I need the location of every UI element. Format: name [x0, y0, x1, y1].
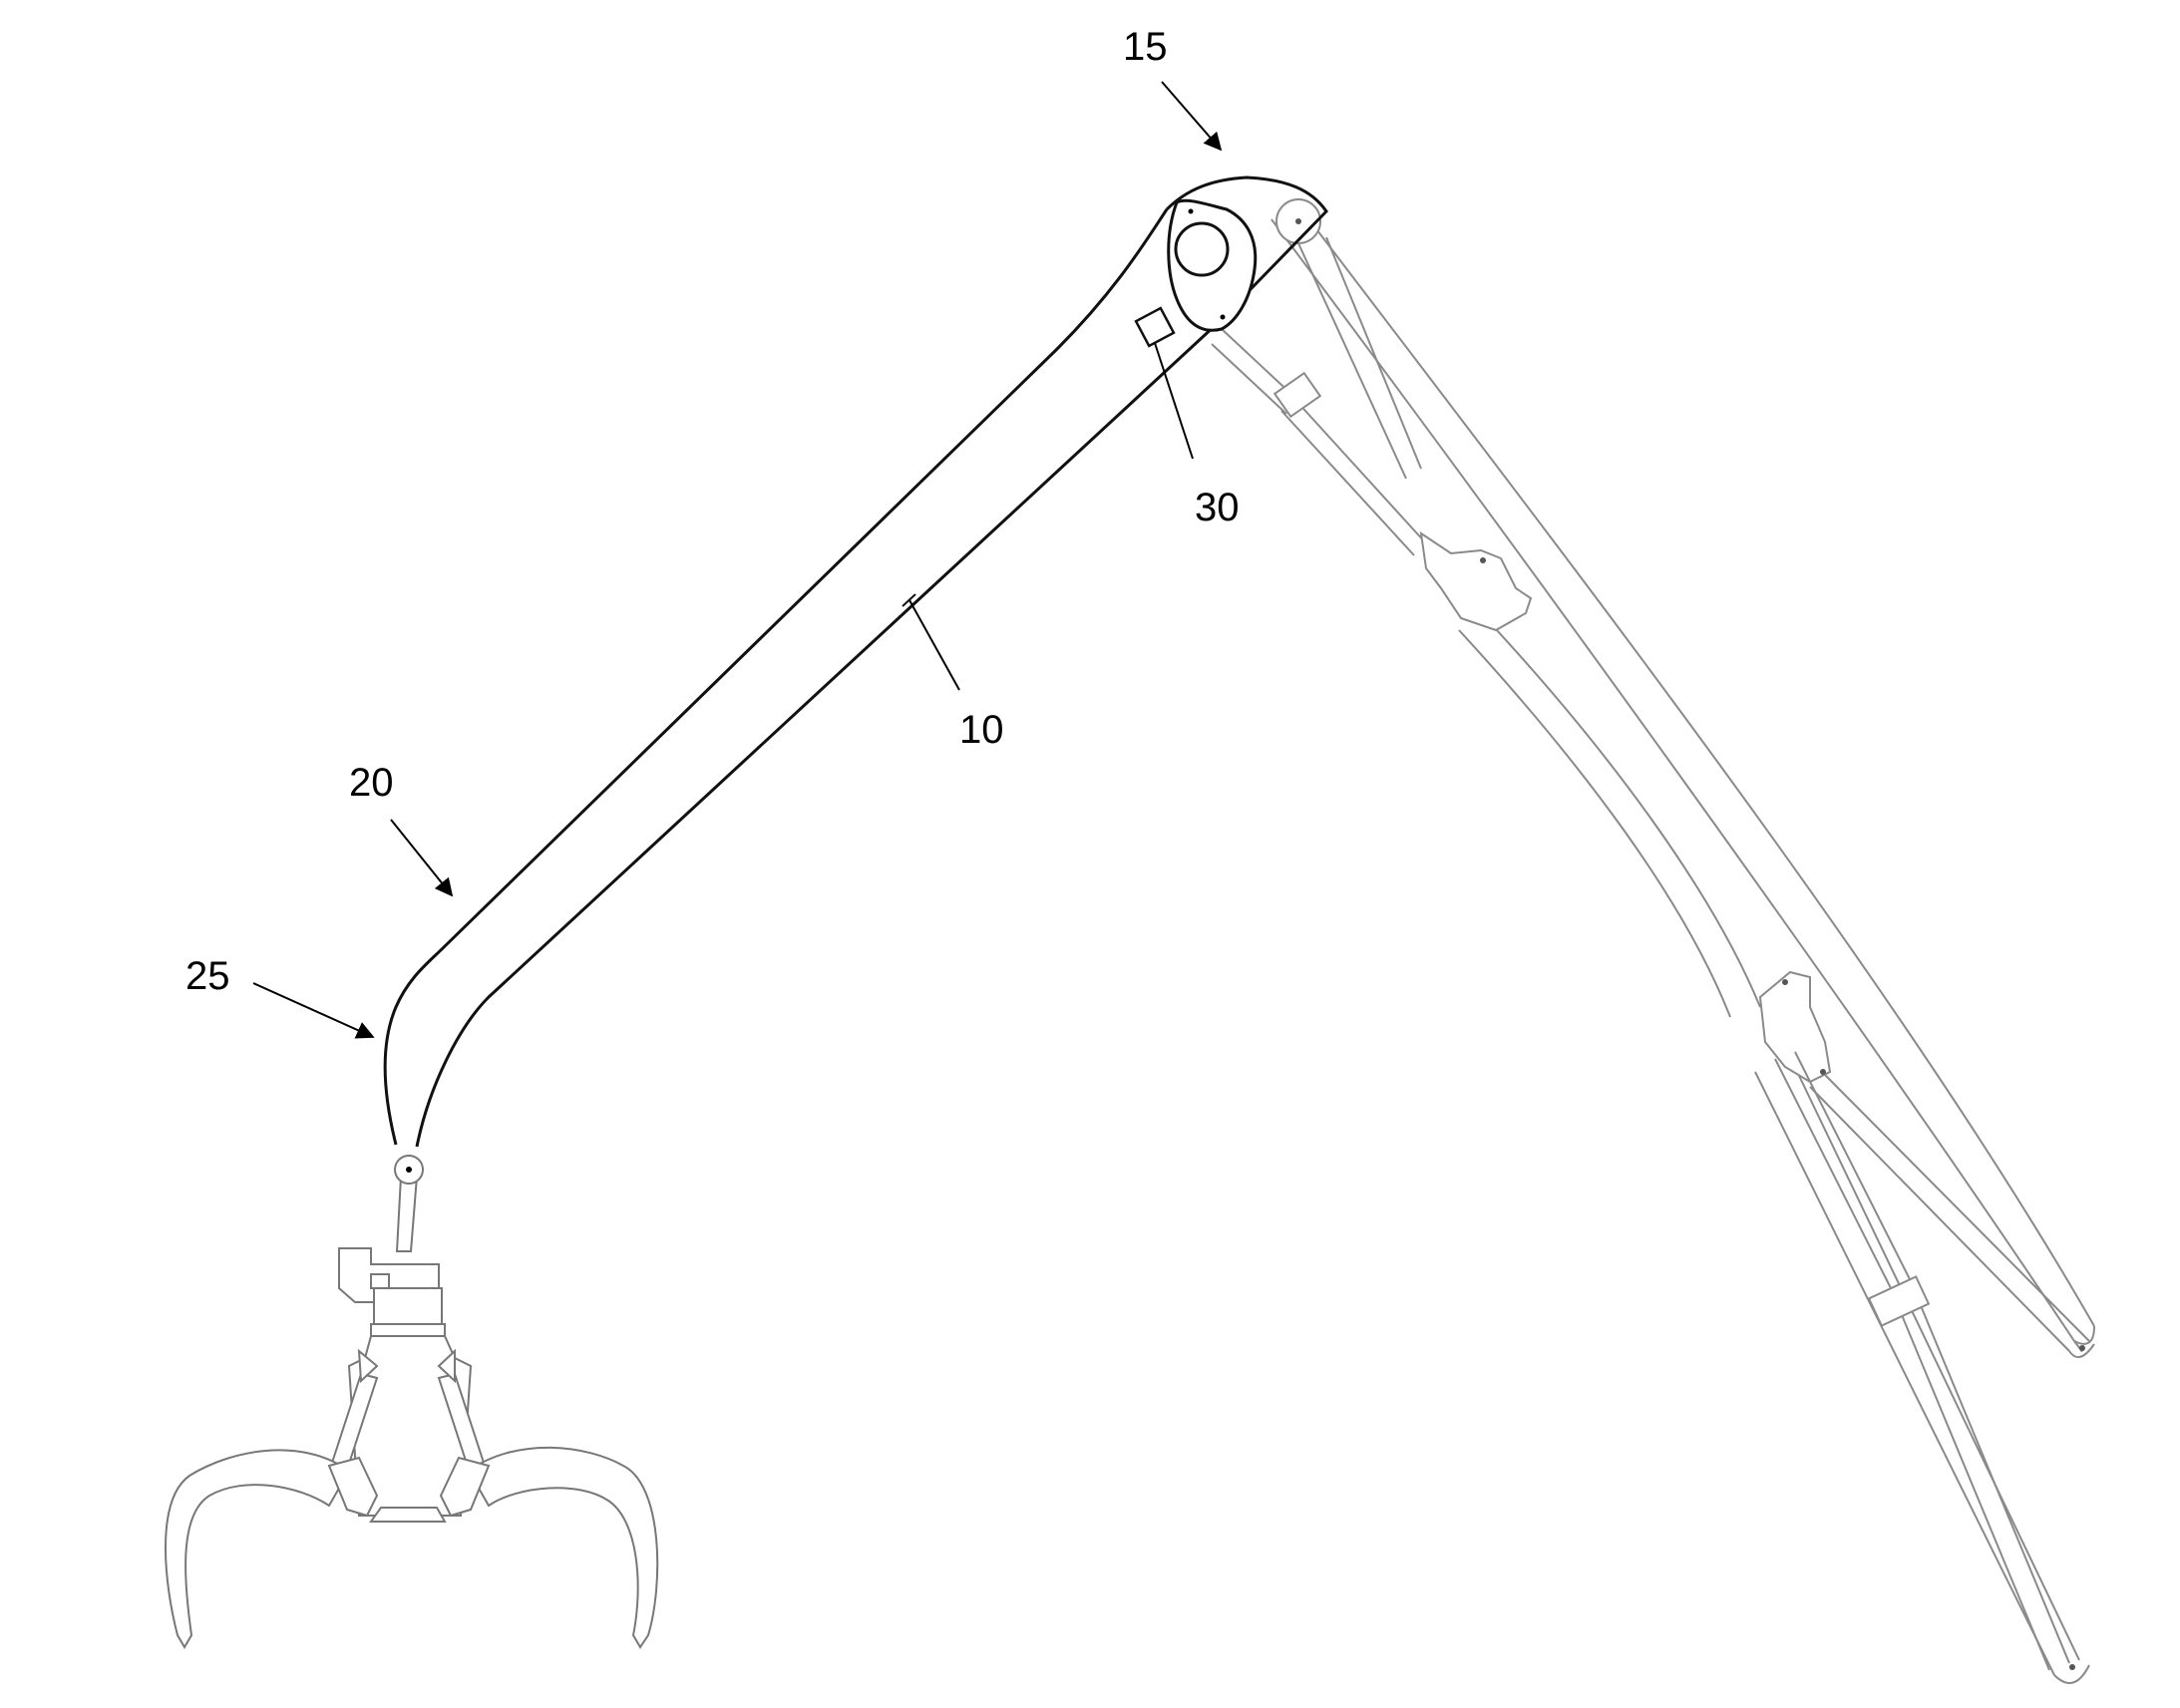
upper-cylinder-collar: [1272, 371, 1322, 419]
boom-tip-pivot-hole: [1174, 221, 1230, 277]
lower-leg: [1458, 615, 1761, 1018]
boom-lower-edge: [415, 322, 1219, 1148]
boom-assembly: [383, 175, 1328, 1148]
lower-leg-strut: [1754, 1056, 2080, 1676]
lower-knuckle: [1758, 970, 1832, 1084]
label-30: 30: [1195, 486, 1240, 529]
main-leg: [1271, 208, 2095, 1352]
sensor: [1134, 306, 1176, 348]
boom-upper-edge: [383, 208, 1169, 1146]
main-leg-end: [2073, 1325, 2095, 1345]
right-tine-knuckle: [439, 1456, 491, 1518]
label-10: 10: [959, 708, 1004, 752]
rotator-stem: [395, 1176, 419, 1252]
leader-20: [390, 819, 454, 897]
upper-link: [1297, 236, 1422, 480]
lower-ram-collar: [1867, 1275, 1931, 1327]
label-15: 15: [1123, 25, 1168, 69]
reference-numerals: 15 30 10 20 25: [185, 25, 1240, 998]
upper-knuckle: [1419, 530, 1533, 632]
lower-ram: [1774, 1051, 2070, 1671]
leader-lines: [252, 81, 1223, 1039]
leader-25: [252, 982, 375, 1039]
label-20: 20: [349, 761, 394, 805]
boom-tip-bracket: [1165, 175, 1328, 326]
leader-15: [1161, 81, 1223, 152]
label-25: 25: [185, 954, 230, 998]
left-tine-knuckle: [327, 1456, 379, 1518]
boom-center-mark: [902, 593, 916, 607]
leader-30: [1154, 342, 1194, 460]
boom-tip-plate: [1167, 198, 1258, 332]
support-structure: [1211, 198, 2095, 1684]
left-tine: [165, 1449, 351, 1649]
right-tine: [467, 1446, 659, 1649]
lower-tie-rod: [1809, 1074, 2090, 1352]
upper-cylinder: [1211, 328, 1427, 556]
swivel-body: [373, 1287, 443, 1325]
grapple: [165, 1155, 659, 1649]
leader-10: [908, 599, 960, 691]
